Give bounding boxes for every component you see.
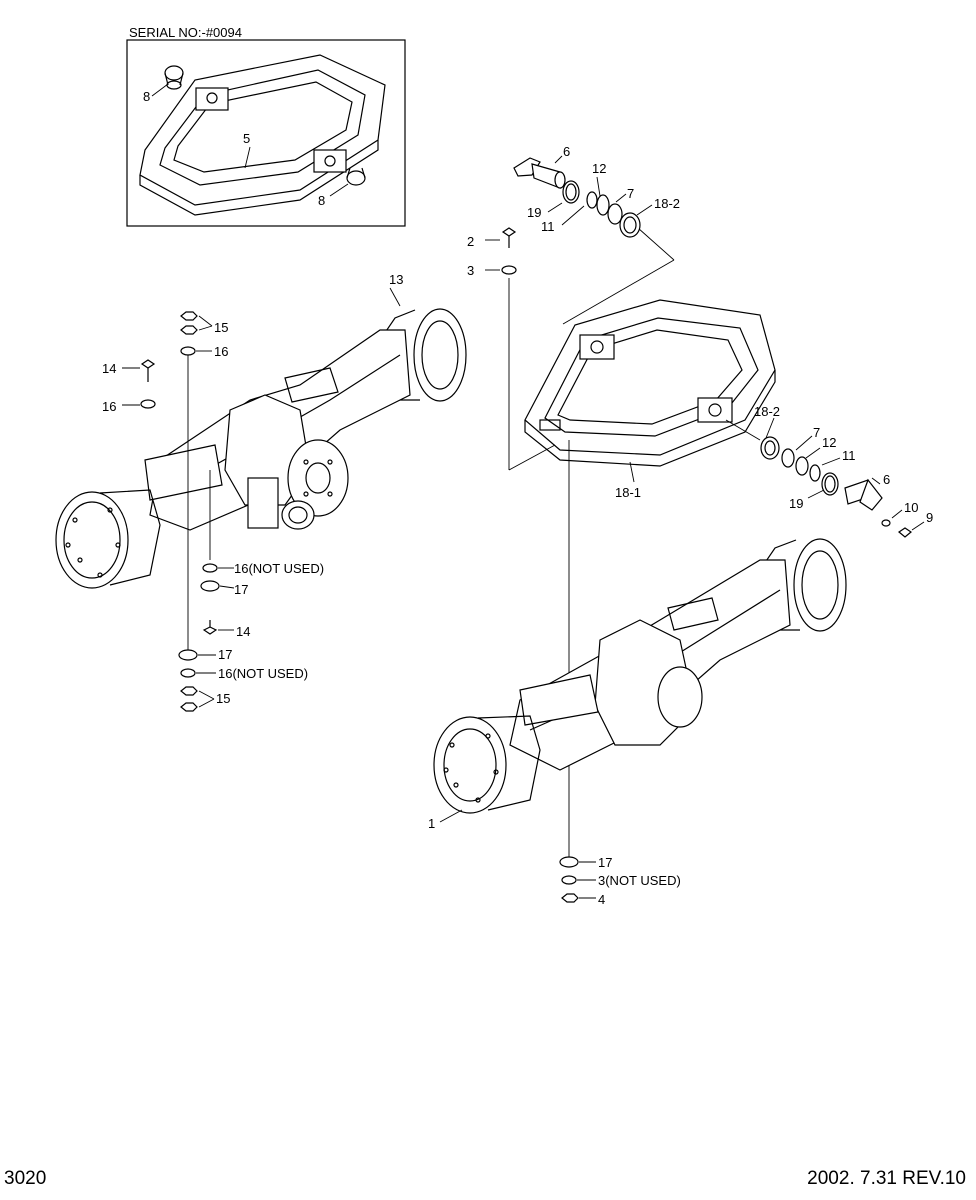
callout-9: 9 xyxy=(926,510,933,525)
upper-pin-group xyxy=(513,157,641,238)
washer-3 xyxy=(501,265,517,275)
callout-2: 2 xyxy=(467,234,474,249)
left-fasteners xyxy=(140,311,220,712)
callout-8: 8 xyxy=(143,89,150,104)
callout-13: 13 xyxy=(389,272,403,287)
callout-7-lower: 7 xyxy=(813,425,820,440)
callout-16-not-used-lower: 16(NOT USED) xyxy=(218,666,308,681)
left-axle-assembly xyxy=(55,308,467,650)
lower-pin-group xyxy=(725,419,913,538)
callout-17-lower: 17 xyxy=(218,647,232,662)
inset-bush-lower xyxy=(346,167,366,186)
inset-box: SERIAL NO:-#0094 8 5 8 xyxy=(126,25,406,227)
callout-18-2-lower: 18-2 xyxy=(754,404,780,419)
callout-1: 1 xyxy=(428,816,435,831)
callout-6-upper: 6 xyxy=(563,144,570,159)
callout-11-lower: 11 xyxy=(842,448,856,463)
callout-18-1: 18-1 xyxy=(615,485,641,500)
callout-16-left: 16 xyxy=(102,399,116,414)
callout-6-lower: 6 xyxy=(883,472,890,487)
callout-3: 3 xyxy=(467,263,474,278)
callout-10: 10 xyxy=(904,500,918,515)
callout-16-upper: 16 xyxy=(214,344,228,359)
callout-5: 5 xyxy=(243,131,250,146)
revision-date: 2002. 7.31 REV.10 xyxy=(807,1168,966,1189)
callout-12-upper: 12 xyxy=(592,161,606,176)
callout-15-lower: 15 xyxy=(216,691,230,706)
callout-16-not-used-upper: 16(NOT USED) xyxy=(234,561,324,576)
page-number: 3020 xyxy=(4,1168,47,1189)
mounting-frame-18-1 xyxy=(524,299,776,467)
callout-15-upper: 15 xyxy=(214,320,228,335)
callout-14-upper: 14 xyxy=(102,361,116,376)
bottom-fasteners xyxy=(559,856,579,903)
main-axle-assembly xyxy=(433,538,847,814)
callout-3-not-used: 3(NOT USED) xyxy=(598,873,681,888)
callout-12-lower: 12 xyxy=(822,435,836,450)
callout-19-upper: 19 xyxy=(527,205,541,220)
inset-bush-upper xyxy=(164,65,184,90)
callout-11-upper: 11 xyxy=(541,219,555,234)
callout-4: 4 xyxy=(598,892,605,907)
callout-14-lower: 14 xyxy=(236,624,250,639)
callout-17-upper: 17 xyxy=(234,582,248,597)
callout-8-lower: 8 xyxy=(318,193,325,208)
callout-17-bottom: 17 xyxy=(598,855,612,870)
inset-mounting-frame xyxy=(139,54,386,216)
bolt-2 xyxy=(501,227,517,248)
callout-19-lower: 19 xyxy=(789,496,803,511)
callout-7-upper: 7 xyxy=(627,186,634,201)
inset-title: SERIAL NO:-#0094 xyxy=(129,25,242,40)
callout-18-2-upper: 18-2 xyxy=(654,196,680,211)
